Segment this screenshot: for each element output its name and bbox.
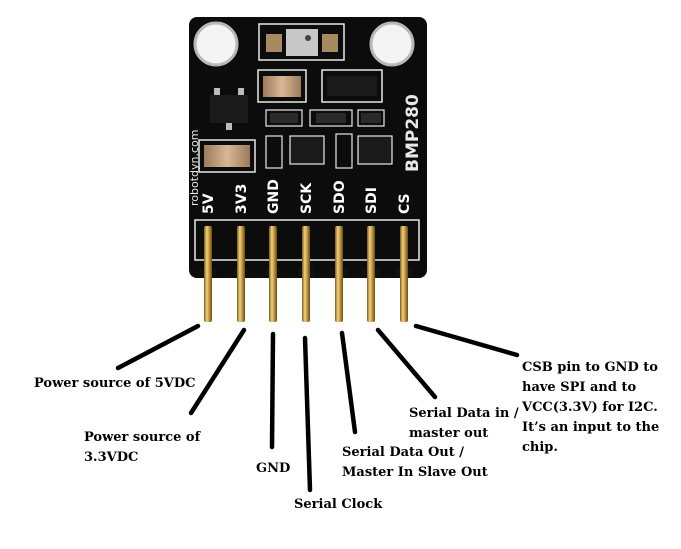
pin-label-cs: CS — [397, 193, 413, 214]
silkscreen-url: robotdyn.com — [188, 130, 201, 207]
header-pin-sck — [302, 226, 310, 322]
annotation-cs: CSB pin to GND to have SPI and to VCC(3.… — [522, 360, 660, 455]
leader-sdo — [339, 330, 358, 435]
annotation-3v3: Power source of 3.3VDC — [84, 430, 201, 465]
leader-gnd — [269, 331, 276, 450]
level-shifter-fets — [265, 133, 393, 169]
leader-3v3 — [188, 327, 247, 416]
annotation-sck: Serial Clock — [294, 497, 383, 512]
header-pin-5v — [204, 226, 212, 322]
pin-label-3v3: 3V3 — [234, 184, 250, 214]
leader-5v — [115, 323, 201, 371]
capacitor-top — [257, 69, 307, 103]
header-pin-sdo — [335, 226, 343, 322]
header-pin-3v3 — [237, 226, 245, 322]
leader-cs — [413, 323, 520, 358]
pin-label-sdi: SDI — [364, 187, 380, 214]
mounting-hole-right — [369, 21, 415, 67]
sot-transistor — [210, 88, 248, 130]
leader-lines — [115, 323, 520, 493]
annotation-gnd: GND — [256, 461, 291, 476]
annotation-sdo: Serial Data Out / Master In Slave Out — [342, 445, 488, 480]
regulator-chip — [321, 69, 383, 103]
capacitor-left — [198, 139, 256, 173]
annotation-5v: Power source of 5VDC — [34, 376, 196, 391]
pin-label-gnd: GND — [266, 179, 282, 214]
pin-label-sdo: SDO — [332, 180, 348, 214]
header-pin-sdi — [367, 226, 375, 322]
resistor-row — [265, 109, 385, 127]
mounting-hole-left — [193, 21, 239, 67]
annotation-sdi: Serial Data in / master out — [409, 406, 519, 441]
pin-label-5v: 5V — [201, 193, 217, 214]
header-pins: 5V 3V3 GND SCK SDO SDI CS — [200, 179, 413, 322]
header-pin-gnd — [269, 226, 277, 322]
pin-label-sck: SCK — [299, 182, 315, 214]
header-pin-cs — [400, 226, 408, 322]
leader-sck — [302, 335, 313, 493]
chip-name-label: BMP280 — [403, 94, 423, 172]
leader-sdi — [375, 327, 438, 400]
sensor-package — [258, 23, 345, 61]
